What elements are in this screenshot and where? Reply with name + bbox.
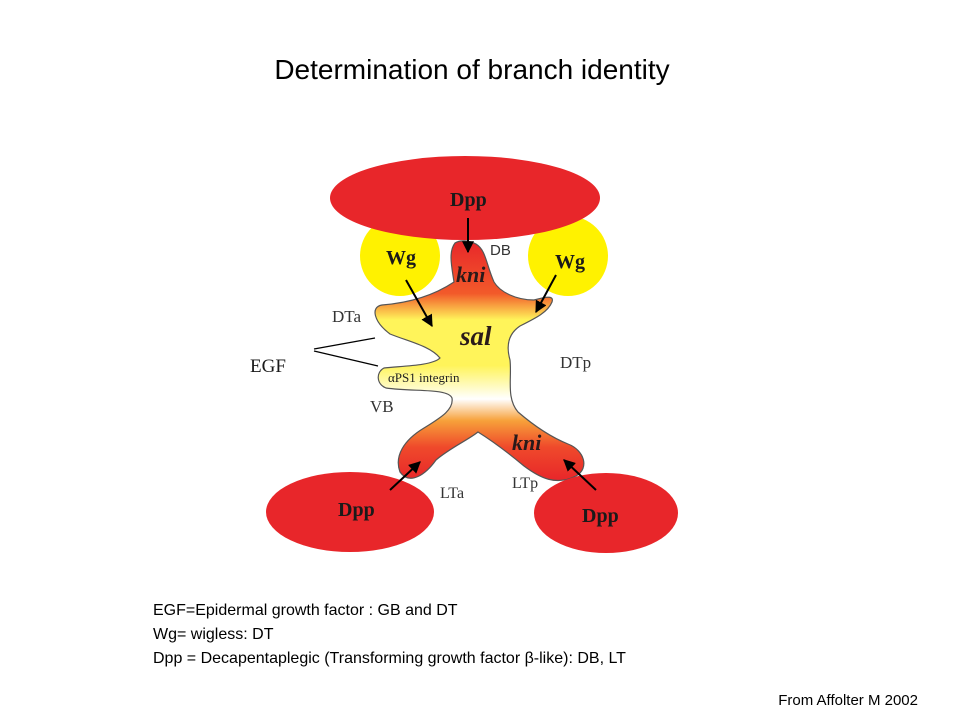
dpp-right-label: Dpp [582,505,619,527]
dpp-top-domain [330,156,600,240]
arrow-dpp-to-lta [389,461,421,491]
tracheal-branch-shape [374,240,585,481]
vb-label: VB [370,397,394,416]
page-title: Determination of branch identity [274,54,670,85]
db-label: DB [490,242,511,259]
kni-top-label: kni [456,262,486,287]
dta-label: DTa [332,307,361,326]
arrow-dpp-to-ltp [563,459,597,491]
wg-right-domain [528,216,608,296]
egf-line-lower [313,350,379,367]
dpp-left-domain [266,472,434,552]
egf-label: EGF [250,356,286,377]
legend: EGF=Epidermal growth factor : GB and DT … [153,599,626,671]
legend-item-egf: EGF=Epidermal growth factor : GB and DT [153,602,458,619]
legend-item-wg: Wg= wigless: DT [153,626,274,643]
kni-bottom-label: kni [512,430,542,455]
sal-label: sal [459,321,492,351]
integrin-label: αPS1 integrin [388,370,460,385]
dpp-left-label: Dpp [338,499,375,521]
dtp-label: DTp [560,353,591,372]
legend-item-dpp: Dpp = Decapentaplegic (Transforming grow… [153,650,626,667]
arrow-wg-left-to-dta [405,279,433,328]
dpp-top-label: Dpp [450,189,487,211]
wg-right-label: Wg [555,251,585,273]
source-credit: From Affolter M 2002 [778,692,918,709]
ltp-label: LTp [512,475,538,492]
egf-line-upper [313,337,376,350]
lta-label: LTa [440,485,464,502]
dpp-right-domain [534,473,678,553]
wg-left-label: Wg [386,247,416,269]
arrow-wg-right-to-dtp [535,274,557,314]
